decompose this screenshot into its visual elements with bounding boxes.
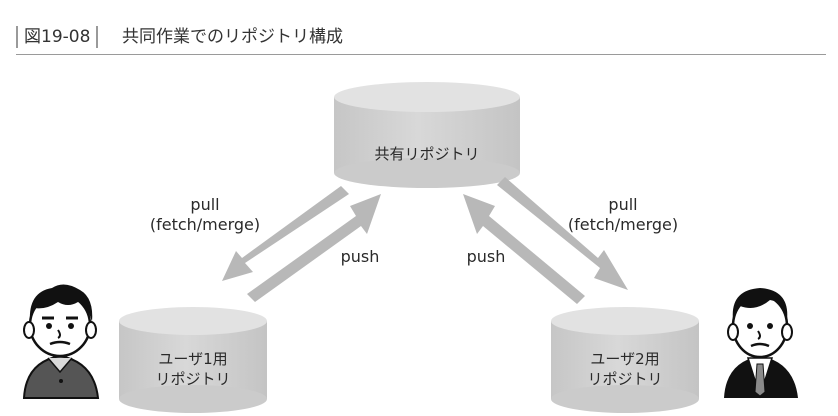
right-push-arrow: [463, 194, 585, 304]
figure-caption: 図19-08 共同作業でのリポジトリ構成: [16, 24, 826, 55]
user1-repository-label: ユーザ1用 リポジトリ: [119, 349, 267, 389]
user1-repository-cylinder: [119, 307, 267, 413]
left-pull-label: pull (fetch/merge): [130, 195, 280, 235]
user2-repository-label: ユーザ2用 リポジトリ: [551, 349, 699, 389]
right-push-label: push: [466, 247, 506, 266]
left-pull-label-line1: pull: [190, 195, 220, 214]
left-push-arrow: [247, 194, 381, 302]
user1-repository-label-line2: リポジトリ: [155, 370, 231, 388]
right-pull-label-line2: (fetch/merge): [567, 215, 679, 234]
left-pull-arrow: [222, 186, 349, 281]
right-pull-arrow: [497, 177, 628, 290]
casual-person-icon: [22, 284, 100, 399]
shared-repository-label: 共有リポジトリ: [374, 145, 480, 163]
user2-repository-label-line2: リポジトリ: [587, 370, 663, 388]
user1-repository-label-line1: ユーザ1用: [158, 350, 228, 368]
left-push-label: push: [340, 247, 380, 266]
left-pull-label-line2: (fetch/merge): [149, 215, 261, 234]
user2-repository-label-line1: ユーザ2用: [590, 350, 660, 368]
businessman-icon: [724, 288, 798, 399]
right-pull-label: pull (fetch/merge): [548, 195, 698, 235]
shared-repository-cylinder: [334, 82, 520, 188]
figure-number: 図19-08: [16, 26, 99, 48]
user2-repository-cylinder: [551, 307, 699, 413]
right-pull-label-line1: pull: [608, 195, 638, 214]
figure-title: 共同作業でのリポジトリ構成: [122, 27, 343, 47]
